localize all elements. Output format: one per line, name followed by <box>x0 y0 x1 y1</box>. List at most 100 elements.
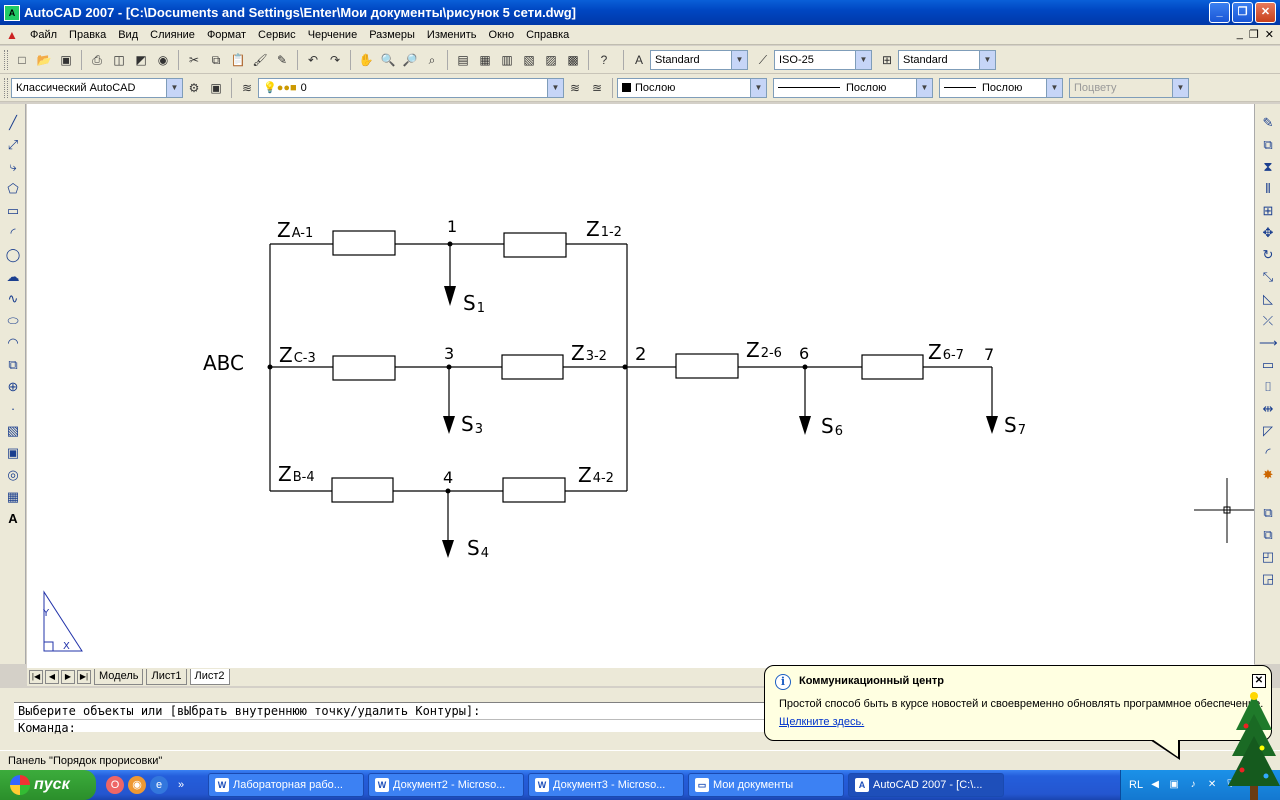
command-history[interactable]: Выберите объекты или [вЫбрать внутреннюю… <box>14 702 814 735</box>
drawing-canvas[interactable]: ABC ZA-1 Z1-2 ZC-3 Z3-2 ZB-4 Z4-2 Z2-6 Z… <box>27 104 1254 668</box>
document-icon[interactable]: ▲ <box>6 27 18 42</box>
copy-object-icon[interactable]: ⧉ <box>1263 137 1273 152</box>
text-style-select[interactable]: Standard ▼ <box>650 49 748 70</box>
region-icon[interactable]: ◎ <box>7 467 19 482</box>
new-file-icon[interactable]: □ <box>18 52 26 67</box>
dim-style-select[interactable]: ISO-25 ▼ <box>774 49 872 70</box>
break-at-point-icon[interactable]: ▭ <box>1261 357 1275 372</box>
markup-icon[interactable]: ▨ <box>545 52 557 67</box>
explode-icon[interactable]: ✸ <box>1262 467 1274 482</box>
doc-close-button[interactable]: ✕ <box>1264 29 1274 41</box>
impedance-z42[interactable] <box>502 477 566 503</box>
volume-icon[interactable]: ♪ <box>1190 779 1196 790</box>
impedance-z12[interactable] <box>503 232 567 258</box>
point-icon[interactable]: · <box>10 401 16 416</box>
notification-link[interactable]: Щелкните здесь. <box>779 716 865 728</box>
multiline-text-icon[interactable]: A <box>8 511 18 526</box>
minimize-button[interactable]: _ <box>1209 2 1230 23</box>
show-more-icon[interactable]: » <box>177 779 185 791</box>
circle-icon[interactable]: ◯ <box>5 247 21 262</box>
properties-icon[interactable]: ▤ <box>457 52 469 67</box>
start-button[interactable]: пуск <box>0 770 96 800</box>
menu-help[interactable]: Справка <box>526 28 570 41</box>
mirror-icon[interactable]: ⧗ <box>1263 159 1273 174</box>
command-input[interactable]: Команда: <box>14 719 814 735</box>
revision-cloud-icon[interactable]: ☁ <box>6 269 20 284</box>
publish-icon[interactable]: ◩ <box>135 52 147 67</box>
lineweight-select[interactable]: Послою ▼ <box>939 77 1063 98</box>
menu-modify[interactable]: Изменить <box>426 28 477 41</box>
table-icon[interactable]: ▦ <box>6 489 20 504</box>
tab-model[interactable]: Модель <box>94 669 144 685</box>
language-indicator[interactable]: RL <box>1129 779 1144 791</box>
workspace-save-icon[interactable]: ▣ <box>210 80 222 95</box>
offset-icon[interactable]: ⫴ <box>1265 181 1271 196</box>
network-icon[interactable]: ▣ <box>1169 779 1179 790</box>
linetype-select[interactable]: Послою ▼ <box>773 77 933 98</box>
arc-icon[interactable]: ◜ <box>10 225 16 240</box>
opera-icon[interactable]: O <box>106 776 124 794</box>
join-icon[interactable]: ⇹ <box>1262 401 1274 416</box>
impedance-z26[interactable] <box>675 353 739 379</box>
tab-layout2[interactable]: Лист2 <box>189 669 230 685</box>
save-icon[interactable]: ▣ <box>60 52 72 67</box>
line-icon[interactable]: ╱ <box>9 115 17 130</box>
paste-icon[interactable]: 📋 <box>230 52 246 67</box>
menu-merge[interactable]: Слияние <box>150 28 195 41</box>
extend-icon[interactable]: ⟶ <box>1259 335 1278 350</box>
draw-order-front-icon[interactable]: ⧉ <box>1263 505 1273 520</box>
break-icon[interactable]: ⌷ <box>1264 379 1272 394</box>
ie-icon[interactable]: e <box>150 776 168 794</box>
3d-publish-icon[interactable]: ◉ <box>157 52 169 67</box>
calculator-icon[interactable]: ▩ <box>567 52 579 67</box>
color-select[interactable]: Послою ▼ <box>617 77 767 98</box>
move-icon[interactable]: ✥ <box>1262 225 1274 240</box>
impedance-z32[interactable] <box>501 354 564 380</box>
gradient-icon[interactable]: ▣ <box>6 445 20 460</box>
menu-dimension[interactable]: Размеры <box>369 28 415 41</box>
zoom-realtime-icon[interactable]: 🔍 <box>380 52 396 67</box>
prev-tab-button[interactable]: ◀ <box>45 670 59 684</box>
chamfer-icon[interactable]: ◸ <box>1263 423 1273 438</box>
tray-arrow-icon[interactable]: ◀ <box>1151 779 1159 790</box>
insert-block-icon[interactable]: ⧉ <box>8 357 18 372</box>
block-editor-icon[interactable]: ✎ <box>276 52 288 67</box>
polygon-icon[interactable]: ⬠ <box>7 181 19 196</box>
dim-style-icon[interactable]: ⟋ <box>758 52 768 67</box>
menu-window[interactable]: Окно <box>488 28 515 41</box>
impedance-za1[interactable] <box>332 230 396 256</box>
redo-icon[interactable]: ↷ <box>329 52 341 67</box>
construction-line-icon[interactable]: ⤢ <box>7 137 19 152</box>
stretch-icon[interactable]: ◺ <box>1263 291 1273 306</box>
toolbar-grip[interactable] <box>4 77 8 98</box>
layer-select[interactable]: 💡●●■ 0 ▼ <box>258 77 564 98</box>
antivirus-icon[interactable]: ✕ <box>1207 779 1217 790</box>
next-tab-button[interactable]: ▶ <box>61 670 75 684</box>
make-block-icon[interactable]: ⊕ <box>7 379 19 394</box>
rotate-icon[interactable]: ↻ <box>1262 247 1274 262</box>
layer-previous-icon[interactable]: ≊ <box>591 80 603 95</box>
workspace-settings-icon[interactable]: ⚙ <box>188 80 200 95</box>
hatch-icon[interactable]: ▧ <box>6 423 20 438</box>
rectangle-icon[interactable]: ▭ <box>6 203 20 218</box>
ellipse-arc-icon[interactable]: ◠ <box>7 335 19 350</box>
zoom-window-icon[interactable]: 🔎 <box>402 52 418 67</box>
polyline-icon[interactable]: ⤷ <box>9 159 17 174</box>
design-center-icon[interactable]: ▦ <box>479 52 491 67</box>
last-tab-button[interactable]: ▶| <box>77 670 91 684</box>
doc-restore-button[interactable]: ❐ <box>1248 29 1259 41</box>
scale-icon[interactable]: ⤡ <box>1262 269 1274 284</box>
task-my-documents[interactable]: ▭Мои документы <box>688 773 844 797</box>
layer-manager-icon[interactable]: ≋ <box>241 80 253 95</box>
pan-icon[interactable]: ✋ <box>358 52 374 67</box>
tab-layout1[interactable]: Лист1 <box>146 669 187 685</box>
array-icon[interactable]: ⊞ <box>1262 203 1274 218</box>
print-icon[interactable]: ⎙ <box>92 52 102 67</box>
first-tab-button[interactable]: |◀ <box>29 670 43 684</box>
preview-icon[interactable]: ◫ <box>113 52 125 67</box>
workspace-select[interactable]: Классический AutoCAD ▼ <box>11 77 183 98</box>
maximize-button[interactable]: ❐ <box>1232 2 1253 23</box>
